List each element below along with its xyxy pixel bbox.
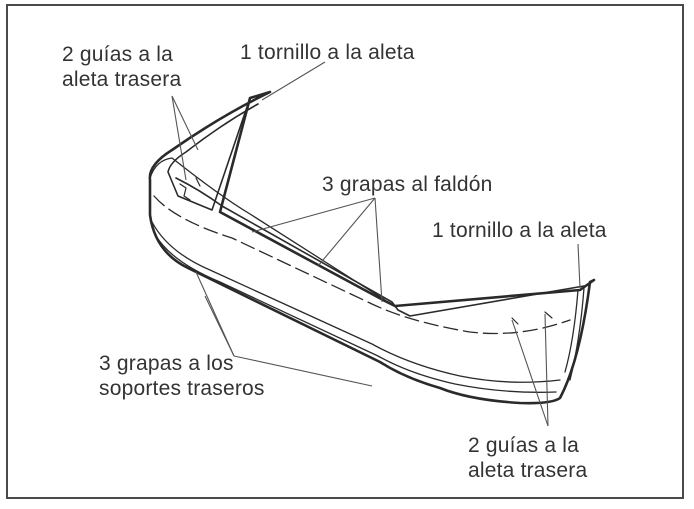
leader-line	[544, 313, 549, 427]
label-clips-skirt: 3 grapas al faldón	[322, 173, 493, 196]
label-line: 2 guías a la	[62, 43, 173, 66]
diagram-frame	[6, 4, 684, 499]
clip-detail-right	[511, 311, 553, 325]
leader-line	[204, 295, 235, 357]
label-line: soportes traseros	[99, 377, 265, 400]
label-screw-right: 1 tornillo a la aleta	[432, 219, 607, 242]
leader-line	[261, 61, 326, 101]
bumper-right-end	[564, 287, 585, 381]
clip-detail-left	[179, 177, 201, 201]
label-line: aleta trasera	[468, 459, 588, 482]
bumper-top-edge	[175, 177, 585, 317]
bumper-upper-surface	[149, 157, 386, 301]
leader-line	[251, 197, 376, 233]
label-screw-top: 1 tornillo a la aleta	[240, 41, 415, 64]
leader-line	[374, 197, 383, 303]
label-line: aleta trasera	[62, 68, 182, 91]
label-line: 2 guías a la	[468, 434, 579, 457]
leader-lines	[171, 61, 581, 427]
leader-line	[511, 319, 549, 427]
bumper-lower-contour	[151, 221, 561, 383]
leader-line	[171, 95, 187, 181]
label-guides-bottom-right: 2 guías a la aleta trasera	[468, 433, 587, 483]
leader-line	[171, 95, 199, 151]
label-clips-supports: 3 grapas a los soportes traseros	[99, 351, 265, 401]
leader-line	[577, 243, 581, 289]
bumper-bottom-contour	[155, 235, 557, 393]
leader-line	[233, 355, 373, 387]
label-guides-top-left: 2 guías a la aleta trasera	[62, 42, 181, 92]
leader-line	[317, 197, 376, 267]
label-line: 3 grapas a los	[99, 352, 234, 375]
bumper-dashed-line	[153, 195, 571, 335]
bumper-inner-rim	[167, 103, 259, 211]
